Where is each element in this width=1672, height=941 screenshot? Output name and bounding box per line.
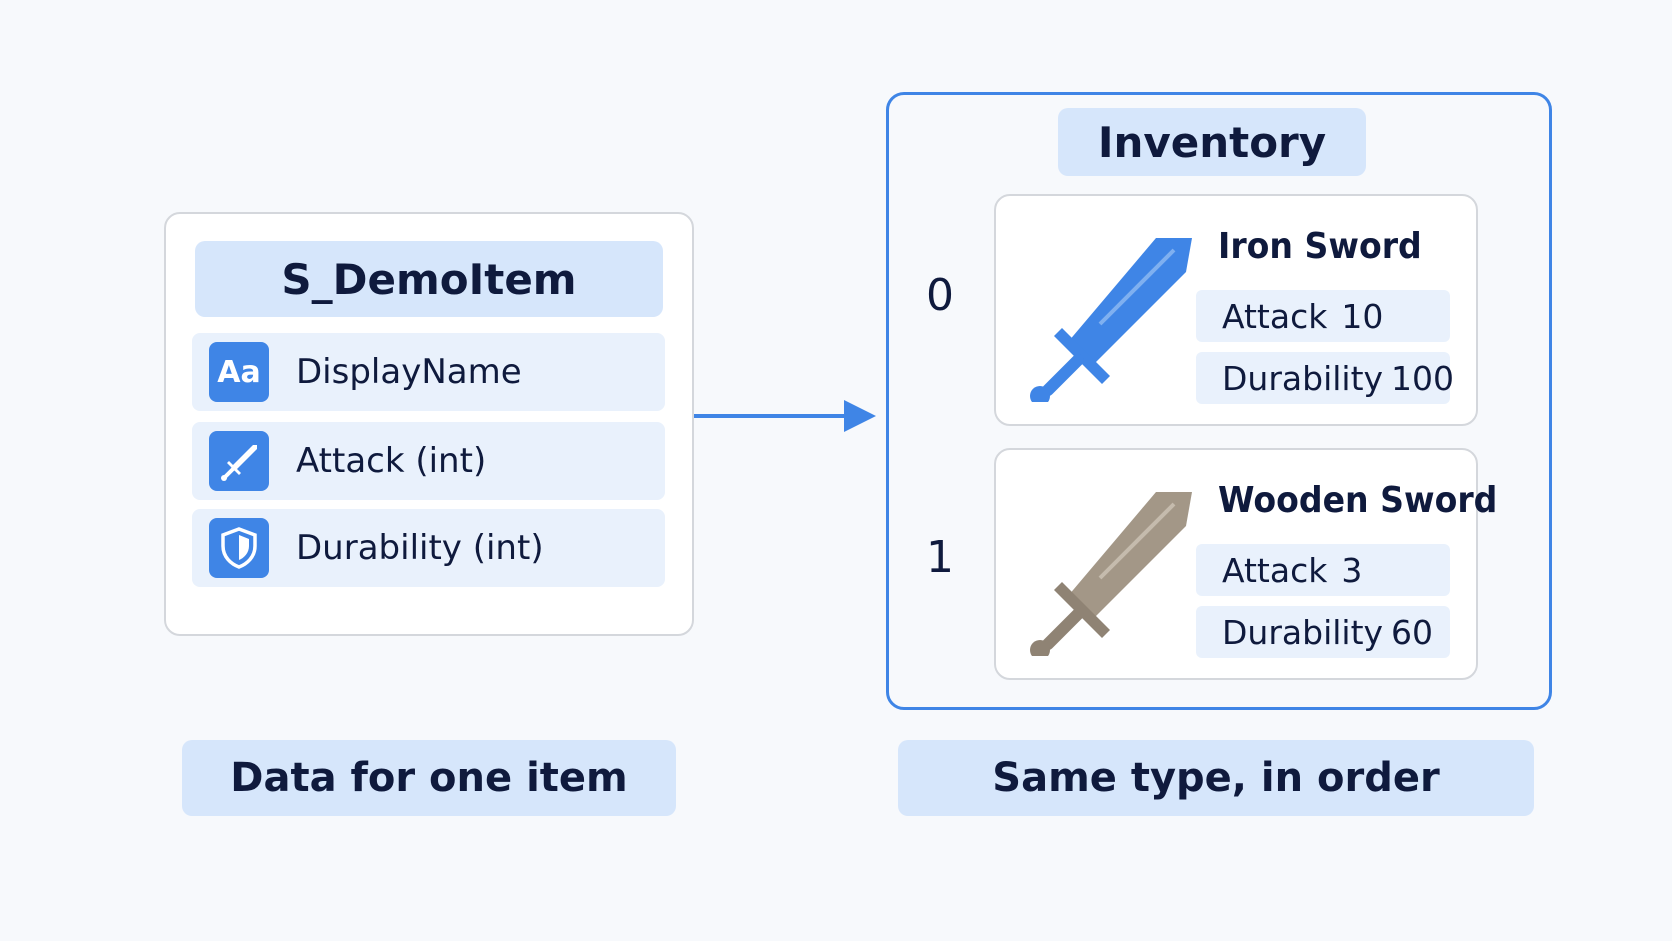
stat-durability: Durability 60 (1196, 606, 1450, 658)
field-row-attack: Attack (int) (192, 422, 665, 500)
stat-durability: Durability 100 (1196, 352, 1454, 404)
text-type-icon: Aa (209, 342, 269, 402)
caption-right: Same type, in order (898, 740, 1534, 816)
field-label: DisplayName (296, 352, 522, 392)
stat-value: 100 (1391, 358, 1455, 398)
stat-label: Durability (1222, 612, 1384, 652)
struct-title: S_DemoItem (195, 241, 663, 317)
iron-sword-icon (1030, 238, 1192, 402)
stat-value: 10 (1341, 296, 1384, 336)
field-label: Durability (int) (296, 528, 544, 568)
stat-label: Attack (1222, 550, 1328, 590)
item-card-iron-sword: Iron Sword Attack 10 Durability 100 (994, 194, 1478, 426)
stat-label: Durability (1222, 358, 1384, 398)
field-row-displayname: Aa DisplayName (192, 333, 665, 411)
item-name: Iron Sword (1218, 226, 1422, 267)
stat-attack: Attack 10 (1196, 290, 1450, 342)
shield-icon (209, 518, 269, 578)
stat-value: 3 (1341, 550, 1363, 590)
slot-index-1: 1 (926, 532, 954, 583)
sword-icon (209, 431, 269, 491)
caption-left: Data for one item (182, 740, 676, 816)
field-row-durability: Durability (int) (192, 509, 665, 587)
field-label: Attack (int) (296, 441, 487, 481)
item-card-wooden-sword: Wooden Sword Attack 3 Durability 60 (994, 448, 1497, 680)
item-name: Wooden Sword (1218, 480, 1498, 521)
arrow-icon (694, 400, 876, 432)
stat-label: Attack (1222, 296, 1328, 336)
stat-attack: Attack 3 (1196, 544, 1450, 596)
slot-index-0: 0 (926, 270, 954, 321)
stat-value: 60 (1391, 612, 1434, 652)
inventory-title: Inventory (1058, 108, 1366, 176)
wooden-sword-icon (1030, 492, 1192, 656)
